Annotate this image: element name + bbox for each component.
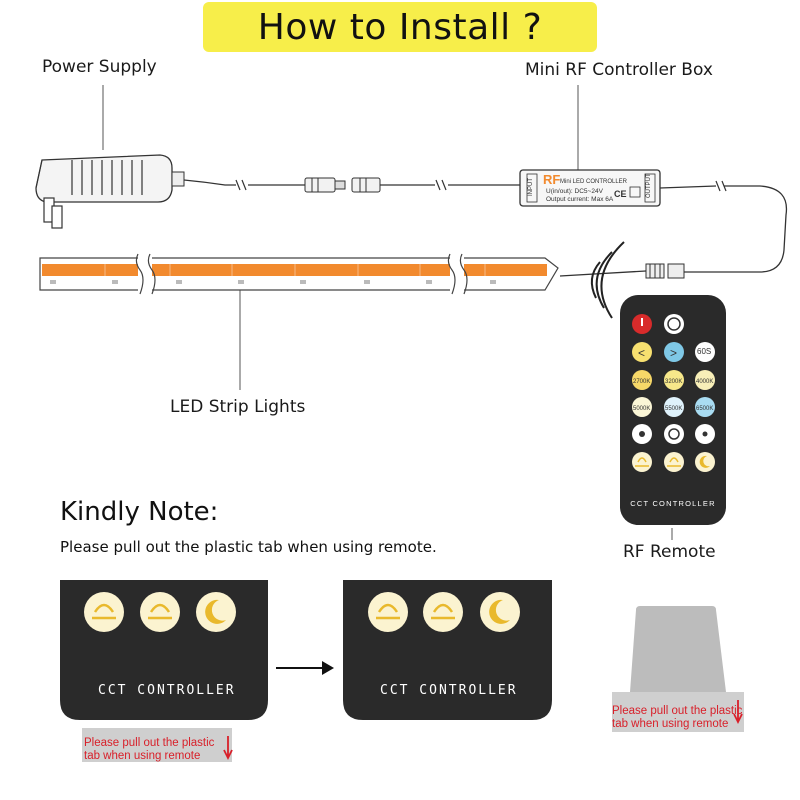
page-title: How to Install ? (257, 6, 543, 48)
rf-signal-waves (590, 241, 625, 319)
dc-plug-male (304, 177, 346, 193)
cct-3200-button (664, 370, 684, 390)
svg-text:60S: 60S (697, 347, 711, 356)
tab-warning-right: Please pull out the plastic tab when usi… (612, 705, 742, 731)
tab-warning-left: Please pull out the plastic tab when usi… (84, 737, 214, 763)
svg-text:3200K: 3200K (665, 379, 682, 385)
power-supply-label: Power Supply (42, 57, 157, 77)
dc-jack-female (351, 177, 381, 193)
title-banner: How to Install ? (203, 2, 597, 52)
note-text: Please pull out the plastic tab when usi… (60, 538, 437, 556)
panel-label-left: CCT CONTROLLER (98, 683, 236, 698)
controller-box-label: Mini RF Controller Box (525, 60, 713, 80)
svg-text:6500K: 6500K (696, 406, 713, 412)
svg-text:5500K: 5500K (665, 406, 682, 412)
cct-5500-button (664, 397, 684, 417)
svg-text:>: > (670, 346, 677, 360)
power-supply-adapter (35, 154, 185, 229)
svg-text:<: < (638, 346, 645, 360)
arrow-right (276, 661, 334, 675)
svg-text:RF: RF (543, 172, 560, 187)
wiring-diagram: INPUT OUTPUT RF Mini LED CONTROLLER U(in… (35, 85, 788, 540)
light-button (664, 314, 684, 334)
svg-text:CCT CONTROLLER: CCT CONTROLLER (630, 499, 715, 508)
strip-connector (559, 263, 685, 279)
rf-remote: < > 60S 2700K 3200K 4000K 5000K 5500K 65… (620, 295, 726, 525)
svg-text:4000K: 4000K (696, 379, 713, 385)
svg-text:Mini LED CONTROLLER: Mini LED CONTROLLER (560, 179, 628, 185)
cct-5000-button (632, 397, 652, 417)
next-button (664, 342, 684, 362)
svg-text:INPUT: INPUT (528, 178, 534, 196)
sunrise-button (632, 452, 652, 472)
night-button (695, 452, 715, 472)
svg-text:U(in/out): DC5~24V: U(in/out): DC5~24V (546, 188, 604, 195)
tab-warning-left-line2: tab when using remote (84, 750, 201, 762)
led-strip-label: LED Strip Lights (170, 397, 306, 417)
pull-tab-illustration (60, 580, 744, 762)
svg-text:5000K: 5000K (633, 406, 650, 412)
tab-warning-right-line2: tab when using remote (612, 718, 729, 730)
svg-text:OUTPUT: OUTPUT (646, 173, 652, 198)
cct-4000-button (695, 370, 715, 390)
rf-remote-label: RF Remote (623, 542, 716, 562)
timer-button (695, 342, 715, 362)
controller-box: INPUT OUTPUT RF Mini LED CONTROLLER U(in… (519, 169, 661, 207)
plastic-tab (612, 606, 744, 732)
tab-warning-left-line1: Please pull out the plastic (84, 737, 215, 749)
panel-label-middle: CCT CONTROLLER (380, 683, 518, 698)
remote-bottom-without-tab (343, 580, 552, 720)
cct-6500-button (695, 397, 715, 417)
cct-2700-button (632, 370, 652, 390)
remote-bottom-with-tab (60, 580, 268, 762)
svg-text:Output current: Max 6A: Output current: Max 6A (546, 196, 614, 203)
led-strip (39, 253, 559, 295)
svg-text:2700K: 2700K (633, 379, 650, 385)
tab-warning-right-line1: Please pull out the plastic (612, 705, 743, 717)
sunset-button (664, 452, 684, 472)
note-heading: Kindly Note: (60, 497, 219, 527)
mode-button (664, 424, 684, 444)
prev-button (632, 342, 652, 362)
svg-text:CE: CE (614, 189, 627, 199)
